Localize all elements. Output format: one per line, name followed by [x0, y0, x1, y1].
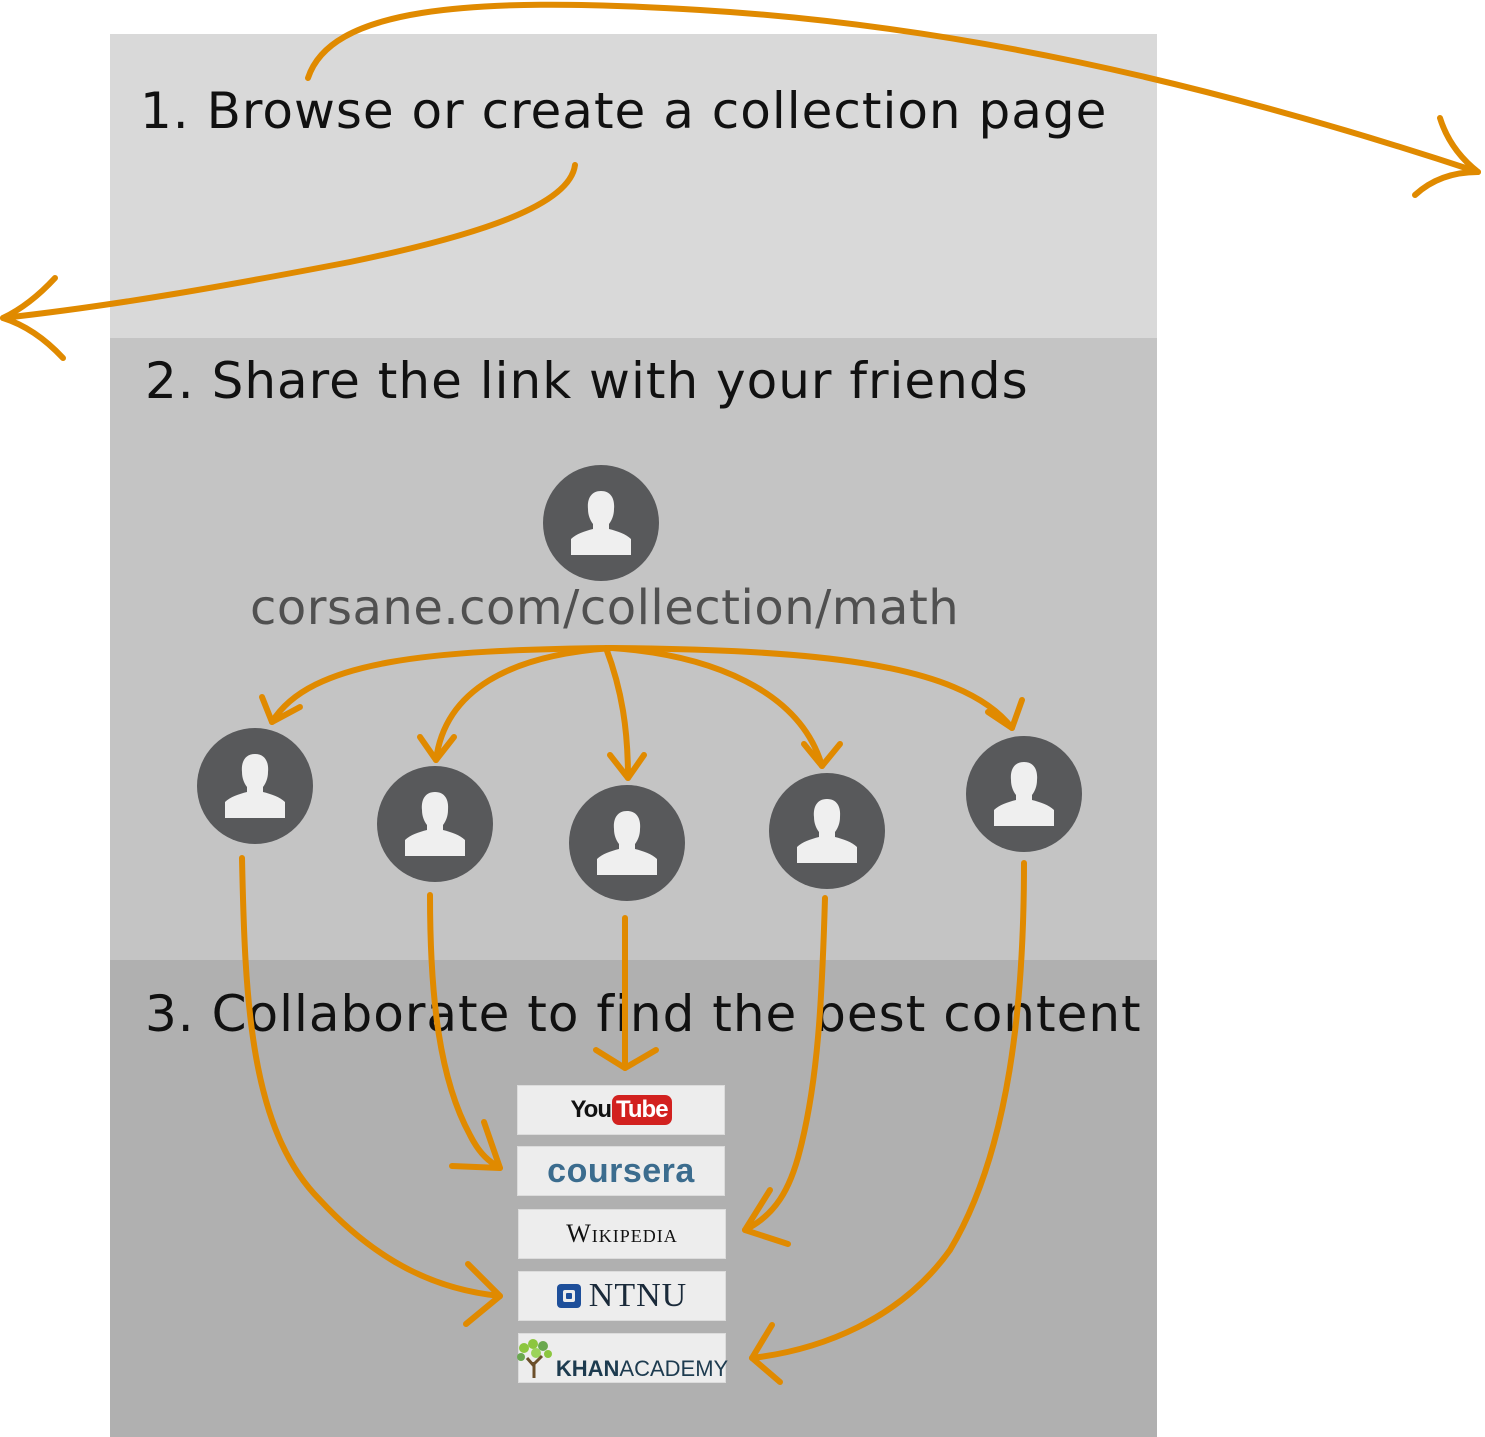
step-1-title: 1. Browse or create a collection page: [140, 82, 1108, 140]
user-icon: [994, 762, 1054, 826]
step-1-panel: [110, 34, 1157, 338]
khan-academy-logo: KHANACADEMY: [556, 1358, 728, 1380]
youtube-logo-you: You: [570, 1096, 612, 1123]
arrow-to-friend-4: [609, 645, 825, 769]
friend-avatar-5: [966, 736, 1082, 852]
arrow-friend-2-to-coursera: [427, 892, 503, 1171]
wikipedia-logo: Wikipedia: [566, 1219, 678, 1248]
user-icon: [405, 792, 465, 856]
arrow-to-friend-5: [609, 645, 1015, 731]
arrow-to-left: [0, 162, 578, 321]
arrow-friend-1-to-ntnu: [239, 855, 503, 1299]
arrowhead-youtube: [593, 1047, 659, 1071]
step-3-title: 3. Collaborate to find the best content: [145, 985, 1142, 1043]
youtube-source[interactable]: You Tube: [517, 1085, 725, 1135]
arrow-to-friend-2: [433, 645, 615, 763]
ntnu-logo: NTNU: [588, 1277, 688, 1314]
arrowhead-friend-3: [607, 752, 647, 781]
khan-logo-rest: ACADEMY: [619, 1356, 729, 1381]
coursera-logo: coursera: [547, 1151, 695, 1190]
collection-link[interactable]: corsane.com/collection/math: [250, 580, 960, 636]
user-icon: [571, 491, 631, 555]
youtube-logo-tube: Tube: [612, 1095, 672, 1125]
khan-logo-bold: KHAN: [555, 1356, 620, 1381]
khan-academy-source[interactable]: KHANACADEMY: [516, 1333, 728, 1383]
wikipedia-source[interactable]: Wikipedia: [518, 1209, 726, 1259]
arrow-friend-4-to-wikipedia: [742, 895, 828, 1233]
coursera-source[interactable]: coursera: [517, 1146, 725, 1196]
user-icon: [225, 754, 285, 818]
arrowhead-friend-1: [259, 694, 303, 725]
arrowhead-left: [0, 275, 66, 361]
friend-avatar-1: [197, 728, 313, 844]
arrowhead-ntnu: [463, 1261, 503, 1327]
arrowhead-friend-4: [801, 741, 843, 769]
arrowhead-coursera: [449, 1119, 503, 1171]
owner-avatar: [543, 465, 659, 581]
arrowhead-friend-5: [985, 697, 1025, 731]
step-2-title: 2. Share the link with your friends: [145, 352, 1029, 410]
arrowhead-khan: [749, 1322, 783, 1385]
arrow-to-friend-3: [603, 645, 631, 781]
arrowhead-right: [1412, 115, 1481, 198]
user-icon: [797, 799, 857, 863]
user-icon: [597, 811, 657, 875]
ntnu-logo-icon: [556, 1284, 581, 1308]
ntnu-source[interactable]: NTNU: [518, 1271, 726, 1321]
friend-avatar-4: [769, 773, 885, 889]
friend-avatar-3: [569, 785, 685, 901]
arrow-to-right: [305, 1, 1481, 175]
friend-avatar-2: [377, 766, 493, 882]
arrow-friend-5-to-khan: [749, 860, 1027, 1361]
khan-tree-icon: [516, 1339, 552, 1378]
arrowhead-wikipedia: [742, 1187, 791, 1247]
arrowhead-friend-2: [417, 734, 457, 763]
arrow-to-friend-1: [269, 645, 615, 725]
